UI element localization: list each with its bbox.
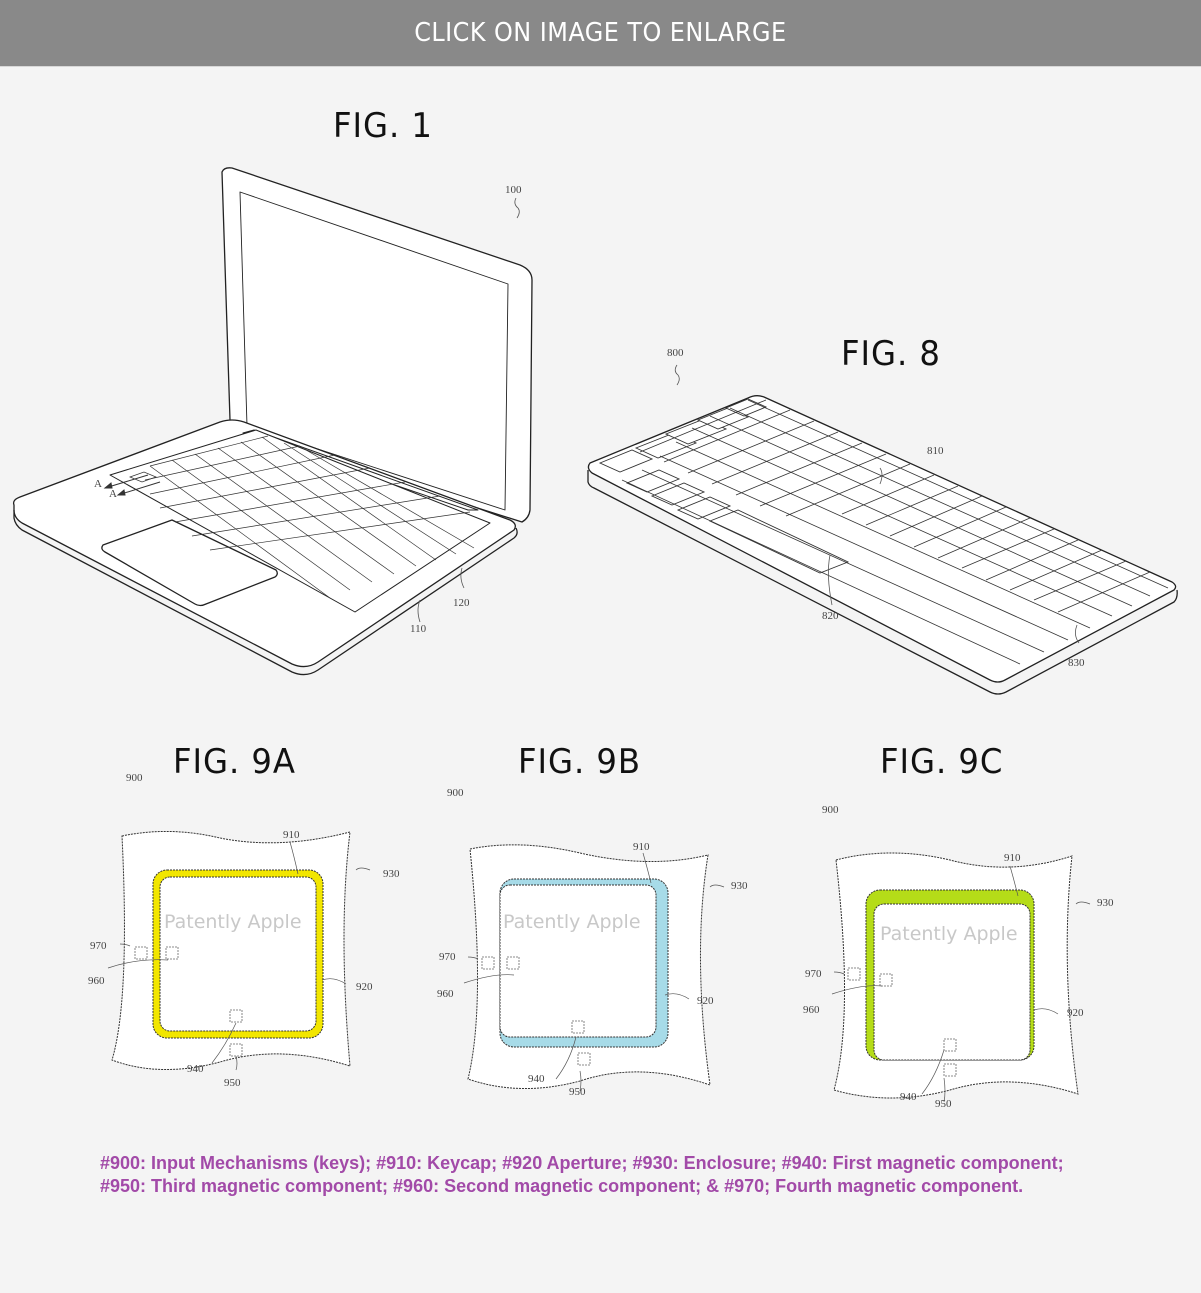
fig9c-ref-940: 940 <box>900 1091 917 1103</box>
banner-label: CLICK ON IMAGE TO ENLARGE <box>414 18 787 48</box>
fig9a-watermark: Patently Apple <box>164 911 302 933</box>
fig9b-ref-940: 940 <box>528 1073 545 1085</box>
fig9b-ref-920: 920 <box>697 995 714 1007</box>
ref-820: 820 <box>822 610 839 622</box>
fig9c-ref-910: 910 <box>1004 852 1021 864</box>
fig9c-ref-930: 930 <box>1097 897 1114 909</box>
fig9a-ref-960: 960 <box>88 975 105 987</box>
fig9c-title: FIG. 9C <box>880 742 1004 782</box>
fig9a-ref-940: 940 <box>187 1063 204 1075</box>
fig8-title: FIG. 8 <box>841 334 941 374</box>
ref-800: 800 <box>667 347 684 359</box>
fig9c-ref-970: 970 <box>805 968 822 980</box>
fig9a-drawing[interactable] <box>100 820 400 1100</box>
ref-120: 120 <box>453 597 470 609</box>
fig9a-ref-900: 900 <box>126 772 143 784</box>
fig9b-ref-930: 930 <box>731 880 748 892</box>
fig9a-title: FIG. 9A <box>173 742 296 782</box>
ref-section-a1: A <box>94 478 102 490</box>
fig9b-title: FIG. 9B <box>518 742 642 782</box>
ref-830: 830 <box>1068 657 1085 669</box>
ref-810: 810 <box>927 445 944 457</box>
enlarge-image-banner[interactable]: CLICK ON IMAGE TO ENLARGE <box>0 0 1201 67</box>
ref-section-a2: A <box>109 488 117 500</box>
fig9b-ref-910: 910 <box>633 841 650 853</box>
fig9c-drawing[interactable] <box>830 846 1130 1126</box>
ref-110: 110 <box>410 623 427 635</box>
fig9a-ref-950: 950 <box>224 1077 241 1089</box>
fig9a-ref-930: 930 <box>383 868 400 880</box>
fig9c-ref-960: 960 <box>803 1004 820 1016</box>
fig1-title: FIG. 1 <box>333 106 433 146</box>
fig9b-ref-960: 960 <box>437 988 454 1000</box>
keyboard-drawing[interactable] <box>580 330 1201 695</box>
fig9b-drawing[interactable] <box>460 835 760 1115</box>
laptop-drawing[interactable] <box>0 150 560 676</box>
fig9c-ref-950: 950 <box>935 1098 952 1110</box>
fig9c-ref-920: 920 <box>1067 1007 1084 1019</box>
fig9a-ref-910: 910 <box>283 829 300 841</box>
fig9c-ref-900: 900 <box>822 804 839 816</box>
fig9c-watermark: Patently Apple <box>880 923 1018 945</box>
fig9a-ref-920: 920 <box>356 981 373 993</box>
fig9b-ref-970: 970 <box>439 951 456 963</box>
ref-100: 100 <box>505 184 522 196</box>
figure-legend-caption: #900: Input Mechanisms (keys); #910: Key… <box>100 1153 1064 1196</box>
fig9b-ref-900: 900 <box>447 787 464 799</box>
fig9b-watermark: Patently Apple <box>503 911 641 933</box>
fig9a-ref-970: 970 <box>90 940 107 952</box>
fig9b-ref-950: 950 <box>569 1086 586 1098</box>
